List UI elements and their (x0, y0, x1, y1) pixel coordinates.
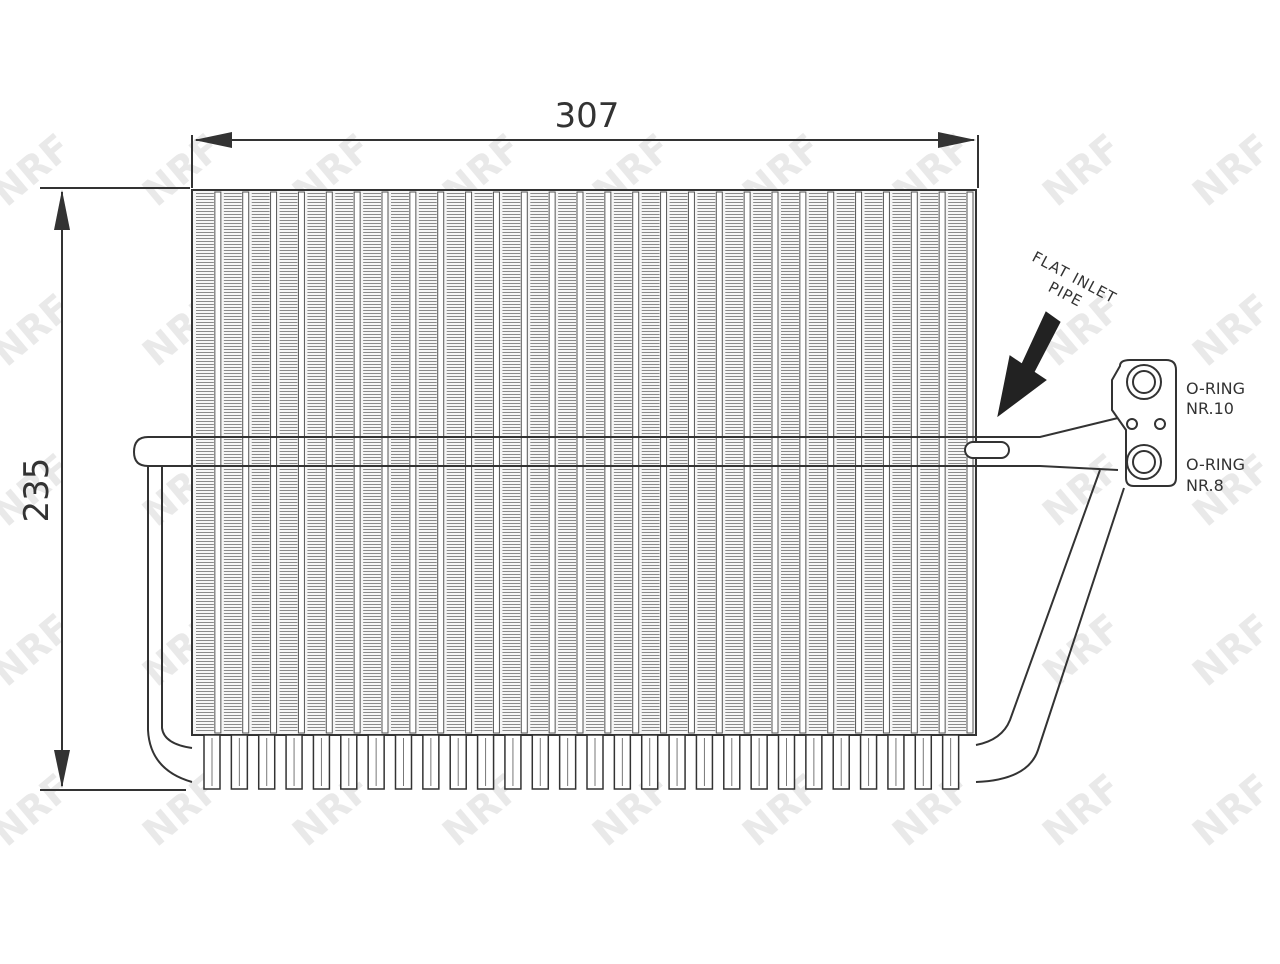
tube-end (723, 734, 741, 790)
tube-end (257, 734, 276, 790)
watermark-logo: NRF (1034, 125, 1129, 215)
fin-columns (196, 191, 974, 734)
tube-end (887, 734, 905, 790)
tube-end (367, 734, 385, 790)
tube-end (558, 734, 577, 790)
oring-bottom-label-line1: O-RING (1186, 455, 1245, 474)
fin-column (307, 191, 333, 734)
height-arrow-bottom (54, 750, 70, 788)
tube-end (941, 734, 960, 790)
width-dimension-label: 307 (555, 96, 620, 136)
tube-end (586, 734, 604, 790)
inlet-pointer (997, 311, 1061, 418)
fin-column (725, 191, 751, 734)
fin-column (446, 191, 473, 734)
oring-bottom-label-line2: NR.8 (1186, 476, 1224, 495)
fin-column (641, 191, 668, 734)
tube-end (449, 734, 467, 790)
fin-column (474, 191, 500, 734)
upper-pipe-bottom-edge (148, 465, 1119, 471)
fin-column (586, 191, 612, 734)
flat-inlet-slot (964, 441, 1010, 459)
evaporator-core (191, 189, 977, 736)
inlet-arrow-icon (997, 311, 1061, 418)
watermark-logo: NRF (0, 605, 79, 695)
tube-ends (203, 734, 960, 790)
fin-column (753, 191, 779, 734)
pipe-end-cap (132, 436, 149, 467)
tube-end (613, 734, 632, 790)
fin-column (864, 191, 890, 734)
tube-end (859, 734, 878, 790)
fin-column (808, 191, 835, 734)
tube-end (531, 734, 550, 790)
tube-end (695, 734, 714, 790)
tube-end (340, 734, 358, 790)
tube-end (805, 734, 823, 790)
watermark-logo: NRF (0, 285, 79, 375)
right-pipe-inner (975, 469, 1101, 746)
oring-top-label-line2: NR.10 (1186, 399, 1234, 418)
height-dimension-label: 235 (17, 458, 57, 523)
tube-end (285, 734, 303, 790)
fin-column (363, 191, 389, 734)
connector-block (1111, 359, 1177, 487)
fin-column (613, 191, 640, 734)
tube-end (777, 734, 796, 790)
watermark-logo: NRF (1184, 285, 1279, 375)
bolt-hole-left (1126, 418, 1138, 430)
oring-top-label-line1: O-RING (1186, 379, 1245, 398)
watermark-logo: NRF (1184, 605, 1279, 695)
height-arrow-top (54, 190, 70, 230)
watermark-logo: NRF (0, 125, 79, 215)
fin-column (836, 191, 863, 734)
fin-column (223, 191, 250, 734)
dimension-lines (40, 132, 979, 791)
tube-end (203, 734, 221, 790)
tube-end (312, 734, 331, 790)
fin-column (279, 191, 305, 734)
fin-column (697, 191, 723, 734)
right-pipe-outer (975, 487, 1125, 783)
fin-column (530, 191, 556, 734)
fin-column (892, 191, 918, 734)
fin-column (669, 191, 695, 734)
watermark-logo: NRF (1184, 125, 1279, 215)
watermark-logo: NRF (1034, 765, 1129, 855)
tube-end (504, 734, 522, 790)
left-pipe-outer (147, 466, 193, 783)
tube-end (668, 734, 686, 790)
fin-column (502, 191, 528, 734)
tube-end (640, 734, 659, 790)
tube-end (230, 734, 249, 790)
fin-column (196, 191, 222, 734)
fin-column (920, 191, 946, 734)
fin-column (781, 191, 807, 734)
watermark-logo: NRF (0, 765, 79, 855)
tube-end (832, 734, 850, 790)
tube-end (750, 734, 768, 790)
pipe-assembly (132, 417, 1125, 783)
fin-column (391, 191, 417, 734)
oring-nr10-port-inner (1132, 370, 1156, 394)
tube-end (914, 734, 933, 790)
watermark-logo: NRF (1184, 765, 1279, 855)
upper-pipe-top-edge (148, 417, 1119, 438)
fin-column (418, 191, 445, 734)
bolt-hole-right (1154, 418, 1166, 430)
fin-column (335, 191, 361, 734)
tube-end (476, 734, 495, 790)
fin-column (251, 191, 278, 734)
width-arrow-left (194, 132, 232, 148)
tube-end (394, 734, 413, 790)
fin-column (948, 191, 974, 734)
tube-end (422, 734, 440, 790)
left-pipe-inner (161, 466, 193, 749)
width-arrow-right (938, 132, 976, 148)
oring-nr8-port-inner (1132, 450, 1156, 474)
fin-column (558, 191, 584, 734)
